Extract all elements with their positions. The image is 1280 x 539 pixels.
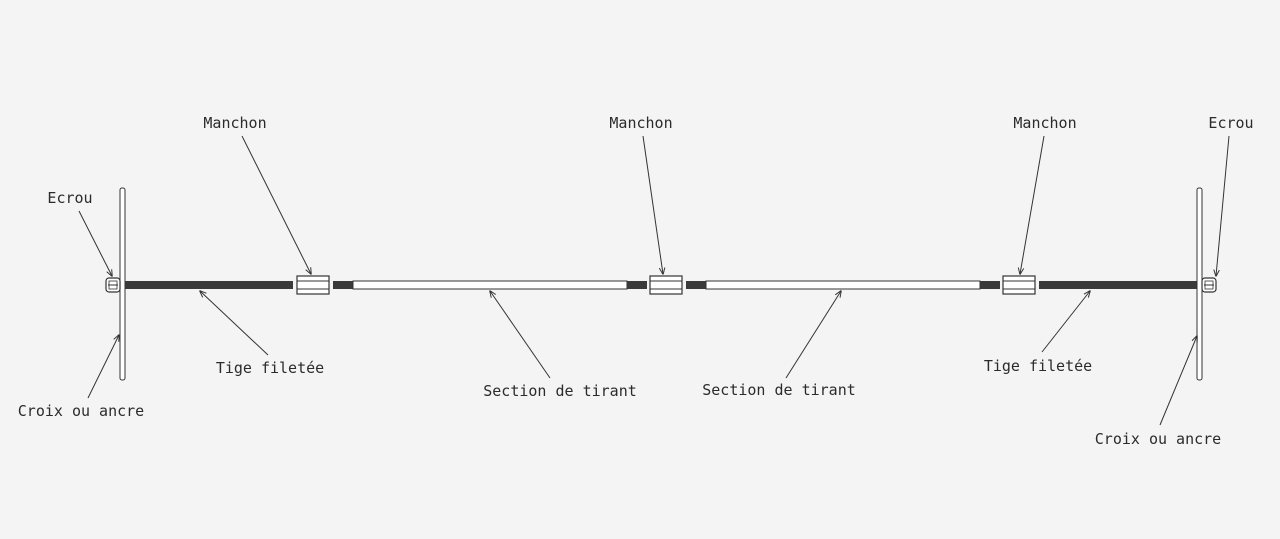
leader-manchon-left: [241, 135, 311, 274]
label-ecrou-right: Ecrou: [1208, 114, 1253, 132]
left-nut: [105, 277, 121, 293]
left-sleeve: [296, 275, 330, 295]
label-croix-left: Croix ou ancre: [18, 402, 144, 420]
left-anchor-plate: [119, 187, 126, 381]
leader-section-right: [785, 291, 841, 379]
label-manchon-right: Manchon: [1013, 114, 1076, 132]
leader-manchon-right: [1020, 135, 1045, 274]
center-sleeve: [649, 275, 683, 295]
leader-ecrou-left: [78, 210, 112, 276]
label-tige-right: Tige filetée: [984, 357, 1092, 375]
right-nut: [1201, 277, 1217, 293]
leader-croix-right: [1159, 336, 1197, 426]
leader-tige-right: [1041, 291, 1090, 353]
label-ecrou-left: Ecrou: [47, 189, 92, 207]
left-tie-rod-section: [333, 280, 647, 290]
label-croix-right: Croix ou ancre: [1095, 430, 1221, 448]
leader-tige-left: [200, 291, 269, 356]
label-section-right: Section de tirant: [702, 381, 856, 399]
leader-manchon-center: [642, 135, 663, 274]
right-tie-rod-section: [686, 280, 1000, 290]
leader-croix-left: [87, 335, 119, 399]
label-section-left: Section de tirant: [483, 382, 637, 400]
leader-ecrou-right: [1216, 135, 1230, 276]
right-anchor-plate: [1196, 187, 1203, 381]
label-tige-left: Tige filetée: [216, 359, 324, 377]
label-manchon-center: Manchon: [609, 114, 672, 132]
right-sleeve: [1002, 275, 1036, 295]
leader-section-left: [490, 291, 551, 379]
left-threaded-rod: [125, 281, 293, 289]
right-threaded-rod: [1039, 281, 1197, 289]
label-manchon-left: Manchon: [203, 114, 266, 132]
